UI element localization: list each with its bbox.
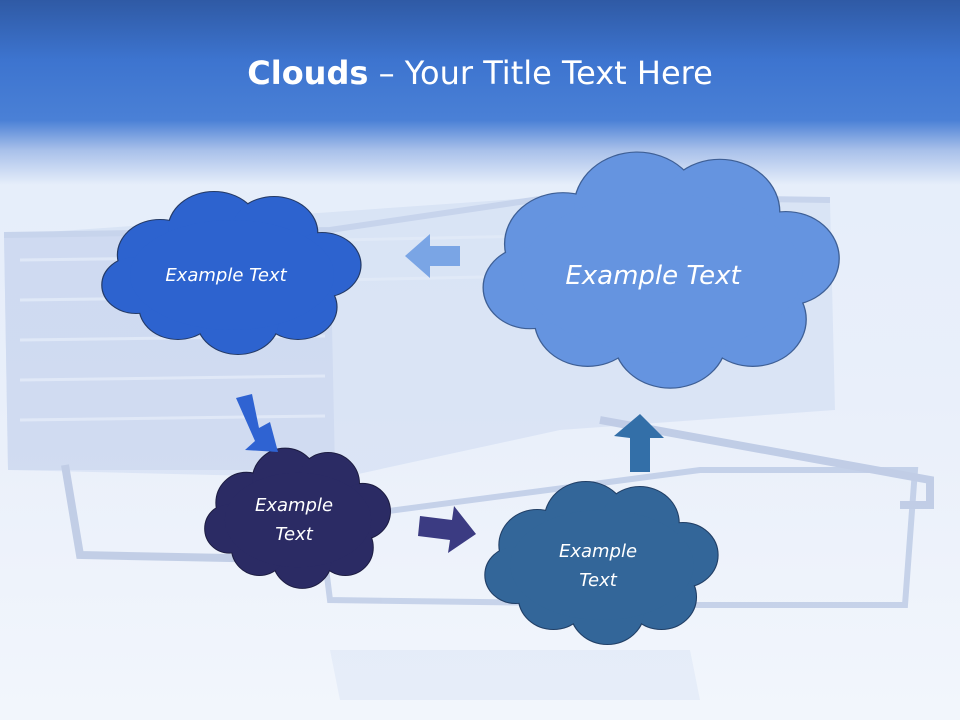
cloud-middle-left [204,447,391,589]
arrow-left-icon [405,234,460,278]
arrow-up-icon [614,414,664,472]
title-rest: Your Title Text Here [404,54,713,92]
title-separator: – [368,54,405,92]
title-bold-part: Clouds [247,54,369,92]
cloud-bottom-right-text-line2: Text [579,570,617,591]
arrow-down-right-icon [236,394,278,452]
arrow-right-icon [418,506,476,553]
cloud-bottom-right-text-line1: Example [559,541,637,562]
cloud-top-right-text: Example Text [565,261,741,291]
slide-title: Clouds – Your Title Text Here [0,54,960,92]
cloud-middle-left-text-line2: Text [275,524,313,545]
cloud-bottom-right [484,480,719,646]
cloud-middle-left-text-line1: Example [255,495,333,516]
cloud-top-left-text: Example Text [165,265,287,286]
